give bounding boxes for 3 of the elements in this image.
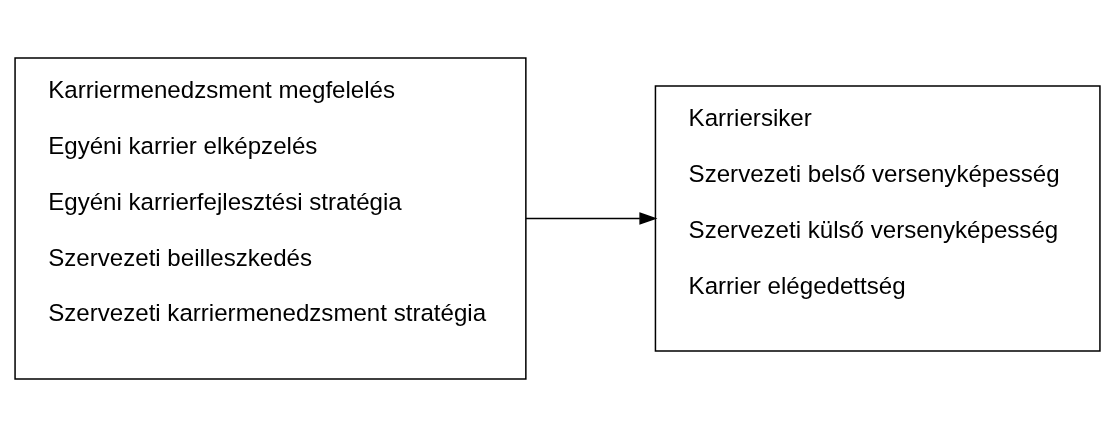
node-box: Karriermenedzsment megfelelés Egyéni karrier elképzelés Egyéni karrierfejlesztési stratégia Szervezeti beilleszkedés Szervezeti karriermenedzsment stratégia	[14, 57, 527, 380]
node-box: Karriersiker Szervezeti belső versenyképesség Szervezeti külső versenyképesség Karrier elégedettség	[654, 85, 1101, 352]
arrow	[525, 212, 658, 225]
